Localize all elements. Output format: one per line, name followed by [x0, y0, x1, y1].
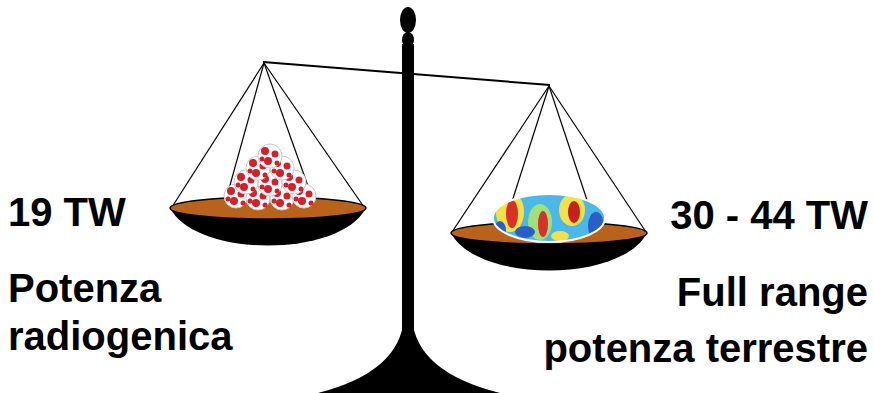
power-caption: Full range potenza terrestre	[528, 264, 868, 376]
balance-beam	[263, 62, 550, 85]
power-caption: Potenza radiogenica	[8, 264, 248, 360]
atom-ball	[258, 144, 282, 168]
radioactive-atoms	[224, 144, 316, 210]
earth-heat-map	[493, 192, 605, 242]
power-value: 30 - 44 TW	[628, 191, 868, 239]
right-strings	[452, 86, 646, 239]
left-strings	[172, 63, 364, 214]
power-value: 19 TW	[8, 188, 208, 236]
